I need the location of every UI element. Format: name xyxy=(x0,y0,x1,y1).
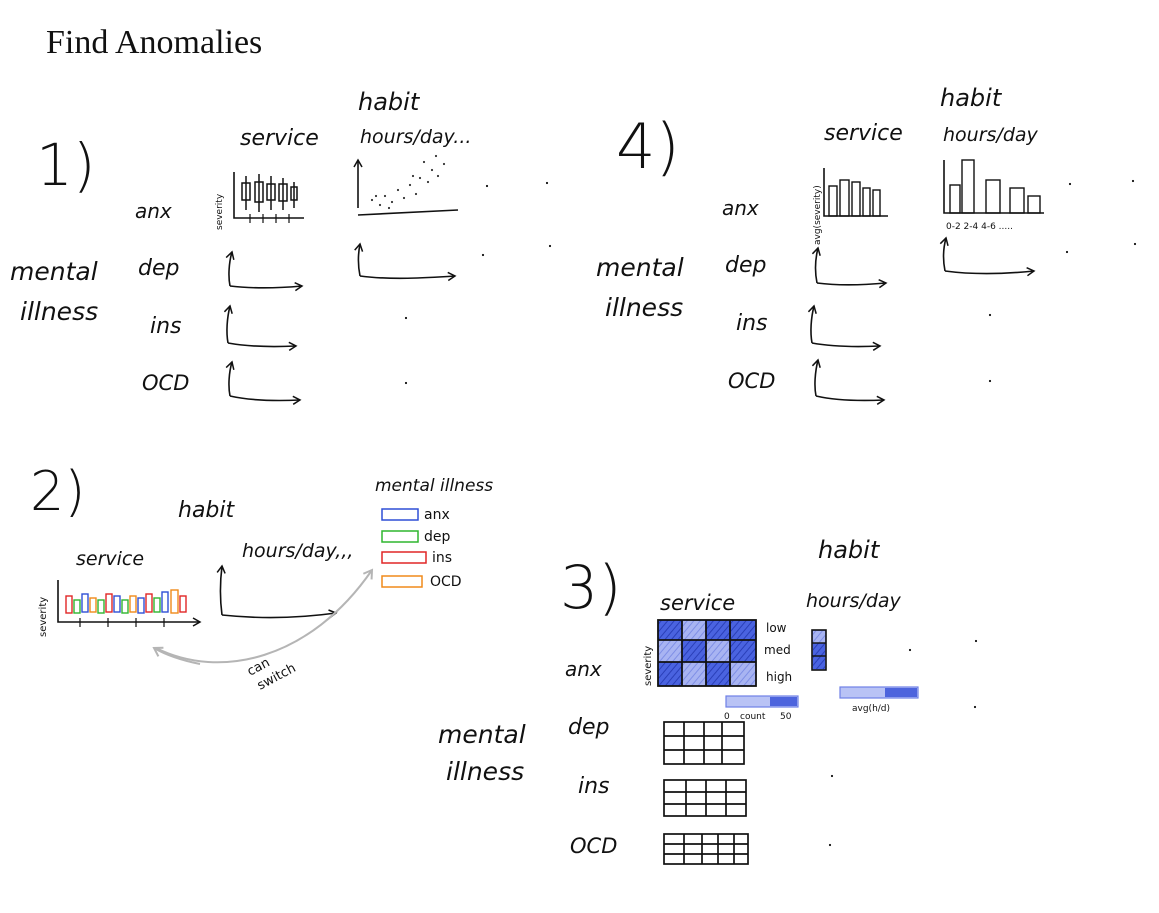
section-4-empty-axes xyxy=(807,236,1036,405)
section-4-habit-histogram: 0-2 2-4 4-6 ..... xyxy=(943,159,1044,232)
section-4-row-dep: dep xyxy=(725,253,766,278)
section-1-number: 1) xyxy=(36,131,96,199)
section-3-service-label: service xyxy=(660,591,735,615)
section-4-avg-severity-label: avg(severity) xyxy=(813,185,823,245)
section-1-row-anx: anx xyxy=(135,199,172,223)
section-4-row-ocd: OCD xyxy=(728,369,775,393)
section-1-ticks xyxy=(249,214,290,223)
section-4-habit-bars xyxy=(949,159,1041,214)
section-4-continuation-marks xyxy=(988,179,1137,383)
section-1-empty-axes xyxy=(223,242,457,405)
section-3-row-ocd: OCD xyxy=(570,834,617,858)
page-title: Find Anomalies xyxy=(46,24,263,61)
legend-swatch-ocd xyxy=(381,575,423,588)
section-4-hours-label: hours/day xyxy=(943,124,1039,146)
section-4-service-bars xyxy=(828,179,881,217)
section-4-service-label: service xyxy=(824,121,903,146)
section-1-habit-label: habit xyxy=(358,88,421,116)
section-3-continuation-marks xyxy=(828,639,978,847)
section-2-service-label: service xyxy=(76,548,144,570)
section-3-med-label: med xyxy=(764,643,791,657)
section-1-scatter-points xyxy=(370,154,446,210)
section-1-illness-label: illness xyxy=(20,297,98,326)
section-2-number: 2) xyxy=(30,460,85,523)
section-3-avg-label: avg(h/d) xyxy=(852,704,890,714)
section-3-count-legend-bar xyxy=(725,695,799,708)
section-3-low-label: low xyxy=(766,621,787,635)
section-3-habit-column: avg(h/d) xyxy=(811,629,919,714)
section-1-continuation-marks xyxy=(404,181,552,385)
section-3-row-ins: ins xyxy=(578,774,610,799)
section-1-row-ins: ins xyxy=(150,314,182,339)
section-3-count-max: 50 xyxy=(780,712,792,722)
section-3-habit-label: habit xyxy=(818,536,881,564)
section-3-count-min: 0 xyxy=(724,712,730,722)
section-2-switch-arrow: can switch xyxy=(152,568,374,694)
section-4-illness-label: illness xyxy=(605,293,683,322)
section-3-count-label: count xyxy=(740,712,766,722)
section-4: 4) service habit hours/day mental illnes… xyxy=(596,84,1137,405)
section-2: 2) habit service hours/day,,, severity xyxy=(30,460,493,694)
section-2-legend-title: mental illness xyxy=(375,476,493,496)
section-2-colored-boxes xyxy=(65,589,187,614)
section-4-row-ins: ins xyxy=(736,311,768,336)
legend-label-ocd: OCD xyxy=(430,574,462,590)
section-1-scatter-chart xyxy=(353,154,459,216)
section-2-empty-axes xyxy=(216,564,338,619)
legend-label-anx: anx xyxy=(424,507,450,523)
section-2-legend: mental illness anx dep ins OCD xyxy=(375,476,493,590)
section-4-mental-label: mental xyxy=(596,253,684,282)
section-2-habit-label: habit xyxy=(178,498,236,523)
section-2-hours-label: hours/day,,, xyxy=(242,540,353,562)
section-3-avg-legend-bar xyxy=(839,686,919,699)
section-1-row-dep: dep xyxy=(138,256,179,281)
section-3-mental-label: mental xyxy=(438,720,526,749)
section-3-hours-label: hours/day xyxy=(806,590,902,612)
section-1-severity-axis-label: severity xyxy=(215,193,225,230)
legend-swatch-anx xyxy=(381,508,419,521)
section-3-illness-label: illness xyxy=(446,757,524,786)
section-2-ticks xyxy=(79,618,165,627)
section-3-number: 3) xyxy=(560,553,622,623)
legend-label-ins: ins xyxy=(432,550,452,566)
section-4-habit-label: habit xyxy=(940,84,1003,112)
section-3: 3) service habit hours/day mental illnes… xyxy=(438,536,978,865)
legend-swatch-dep xyxy=(381,530,419,543)
section-3-severity-axis-label: severity xyxy=(643,646,654,686)
section-4-row-anx: anx xyxy=(722,196,759,220)
section-1-mental-label: mental xyxy=(10,257,98,286)
section-1-boxes xyxy=(241,174,298,212)
section-1: 1) service habit hours/day... mental ill… xyxy=(10,88,552,405)
section-3-empty-grids xyxy=(663,721,749,865)
section-1-boxplot-chart: severity xyxy=(215,172,304,230)
section-1-row-ocd: OCD xyxy=(142,371,189,395)
section-3-high-label: high xyxy=(766,670,792,684)
section-4-number: 4) xyxy=(616,110,680,183)
section-3-row-anx: anx xyxy=(565,657,602,681)
section-4-service-bar-chart: avg(severity) xyxy=(813,168,888,245)
section-1-service-label: service xyxy=(240,126,319,151)
section-3-row-dep: dep xyxy=(568,715,609,740)
section-2-colored-boxplot: severity xyxy=(38,580,202,637)
section-3-heatmap-grid xyxy=(657,619,757,687)
section-1-hours-label: hours/day... xyxy=(360,126,471,148)
section-2-severity-axis-label: severity xyxy=(38,597,49,637)
section-3-heatmap: severity low med high xyxy=(643,619,799,722)
section-4-bin-labels: 0-2 2-4 4-6 ..... xyxy=(946,222,1013,232)
legend-label-dep: dep xyxy=(424,529,451,545)
legend-swatch-ins xyxy=(381,551,427,564)
